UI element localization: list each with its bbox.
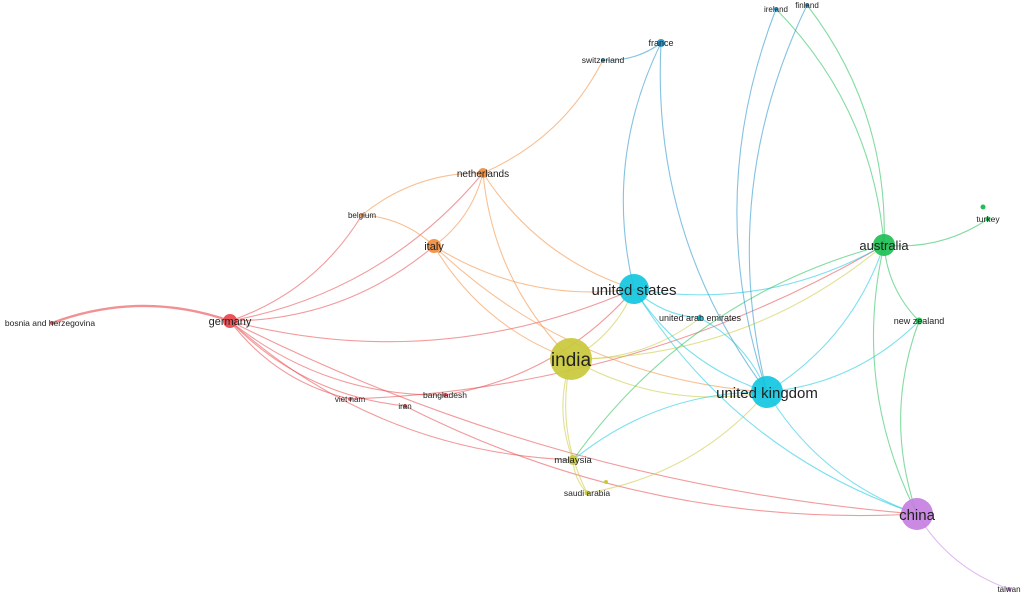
link-switzerland-france <box>602 42 662 61</box>
label-new-zealand: new zealand <box>894 316 945 326</box>
node-vietnam[interactable] <box>348 397 352 401</box>
link-saudi_arabia-united_kingdom <box>586 391 768 494</box>
link-united_kingdom-new_zealand <box>766 320 920 393</box>
node-bosnia[interactable] <box>50 321 54 325</box>
label-united-kingdom: united kingdom <box>716 385 818 402</box>
link-australia-new_zealand <box>883 244 920 322</box>
label-turkey: turkey <box>976 214 1000 224</box>
link-netherlands-united_states <box>482 172 635 290</box>
label-layer: india united states united kingdom australi… <box>5 1 1021 594</box>
link-united_kingdom-china <box>766 391 918 515</box>
link-united_kingdom-australia <box>766 244 885 393</box>
label-germany: germany <box>209 316 252 328</box>
label-uae: united arab emirates <box>659 313 742 323</box>
label-bangladesh: bangladesh <box>423 390 467 400</box>
link-germany-united_states <box>229 288 635 343</box>
link-bangladesh-united_states <box>444 288 635 396</box>
link-ireland-united_kingdom <box>736 8 777 393</box>
label-vietnam: viet nam <box>335 395 366 404</box>
node-taiwan[interactable] <box>1007 587 1011 591</box>
link-united_states-australia <box>633 244 885 296</box>
node-saudi-arabia[interactable] <box>584 490 590 496</box>
label-finland: finland <box>795 1 819 10</box>
link-india-united_kingdom <box>570 358 768 398</box>
node-new-zealand[interactable] <box>915 317 923 325</box>
link-germany-china <box>229 320 918 515</box>
link-australia-malaysia <box>572 244 885 461</box>
link-germany-malaysia <box>229 320 574 461</box>
node-china[interactable] <box>901 498 933 530</box>
link-germany-bangladesh <box>229 320 446 396</box>
link-iran-china <box>404 405 918 517</box>
link-netherlands-belgium <box>361 172 484 216</box>
satellite-dot <box>604 480 608 484</box>
node-belgium[interactable] <box>360 213 364 217</box>
node-ireland[interactable] <box>774 7 778 11</box>
label-italy: italy <box>424 241 444 253</box>
link-germany-bosnia <box>51 304 231 325</box>
link-france-united_kingdom <box>659 42 768 393</box>
link-united_kingdom-malaysia <box>572 391 768 461</box>
node-layer <box>50 3 1011 591</box>
link-layer <box>51 4 1010 590</box>
label-india: india <box>551 350 592 371</box>
link-finland-united_kingdom <box>748 4 808 393</box>
label-united-states: united states <box>591 282 676 299</box>
link-united_states-united_kingdom <box>633 288 768 393</box>
node-bangladesh[interactable] <box>443 393 447 397</box>
node-australia[interactable] <box>873 234 895 256</box>
label-taiwan: taiwan <box>997 585 1020 594</box>
node-finland[interactable] <box>805 3 809 7</box>
label-australia: australia <box>859 238 909 253</box>
label-malaysia: malaysia <box>554 455 592 466</box>
link-germany-italy <box>229 245 435 322</box>
link-italy-united_states <box>433 245 635 293</box>
node-iran[interactable] <box>403 404 407 408</box>
label-france: france <box>648 38 673 48</box>
link-new_zealand-china <box>900 320 920 515</box>
link-italy-netherlands <box>433 172 484 247</box>
link-australia-finland <box>806 4 885 246</box>
link-china-taiwan <box>916 513 1010 590</box>
label-ireland: ireland <box>764 5 788 14</box>
link-netherlands-switzerland <box>482 59 604 174</box>
link-united_states-china <box>633 288 918 515</box>
label-netherlands: netherlands <box>457 169 509 180</box>
link-germany-netherlands <box>229 172 484 322</box>
label-bosnia: bosnia and herzegovina <box>5 318 96 328</box>
node-switzerland[interactable] <box>601 58 605 62</box>
label-belgium: belgium <box>348 211 376 220</box>
link-germany-belgium <box>229 214 363 322</box>
label-iran: iran <box>398 402 411 411</box>
link-italy-belgium <box>361 214 435 247</box>
node-united-kingdom[interactable] <box>751 376 783 408</box>
link-france-united_states <box>622 42 662 290</box>
link-australia-ireland <box>775 8 885 246</box>
node-united-states[interactable] <box>619 274 649 304</box>
label-china: china <box>899 507 936 524</box>
label-saudi-arabia: saudi arabia <box>564 488 611 498</box>
label-switzerland: switzerland <box>582 55 625 65</box>
link-australia-china <box>872 244 918 515</box>
satellite-dot <box>980 204 986 210</box>
node-netherlands[interactable] <box>478 168 488 178</box>
node-germany[interactable] <box>223 314 237 328</box>
link-india-australia <box>570 244 885 360</box>
node-india[interactable] <box>550 338 592 380</box>
link-netherlands-india <box>482 172 572 360</box>
node-turkey[interactable] <box>985 216 991 222</box>
link-italy-india <box>433 245 572 360</box>
node-france[interactable] <box>657 39 665 47</box>
node-italy[interactable] <box>427 239 441 253</box>
node-malaysia[interactable] <box>568 455 578 465</box>
link-vietnam-australia <box>349 244 885 400</box>
node-uae[interactable] <box>697 315 703 321</box>
link-australia-turkey <box>883 218 989 247</box>
link-germany-iran <box>229 320 406 407</box>
